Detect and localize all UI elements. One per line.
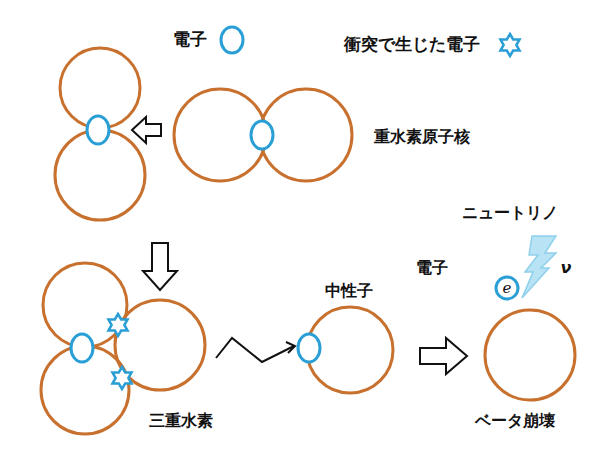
electron-outline	[496, 277, 518, 299]
electron	[298, 334, 320, 362]
hollow-arrow	[143, 243, 177, 290]
neutrino-lightning	[522, 236, 556, 298]
caption-label: ベータ崩壊	[475, 412, 555, 430]
electron	[87, 116, 109, 144]
electron	[251, 121, 273, 149]
star-sample	[500, 34, 519, 56]
emission-arrowhead	[286, 342, 295, 353]
collision-electron	[112, 367, 131, 389]
caption-label: ニュートリノ	[462, 204, 558, 222]
legend-text: 衝突で生じた電子	[344, 35, 480, 55]
caption-label: 三重水素	[149, 412, 213, 430]
hollow-arrow	[132, 117, 161, 143]
node-text: e	[503, 279, 512, 297]
hollow-arrow	[420, 338, 467, 374]
caption-label: 重水素原子核	[374, 128, 470, 146]
electron	[71, 334, 93, 362]
symbol-label: ν	[561, 259, 572, 277]
collision-electron	[108, 314, 127, 336]
caption-label: 中性子	[325, 282, 373, 300]
electron-circle: e	[494, 275, 520, 301]
legend-text: 電子	[173, 30, 207, 50]
electron-sample	[221, 27, 243, 53]
emission-line	[216, 338, 294, 362]
proton	[485, 310, 575, 400]
caption-label: 電子	[416, 259, 448, 277]
